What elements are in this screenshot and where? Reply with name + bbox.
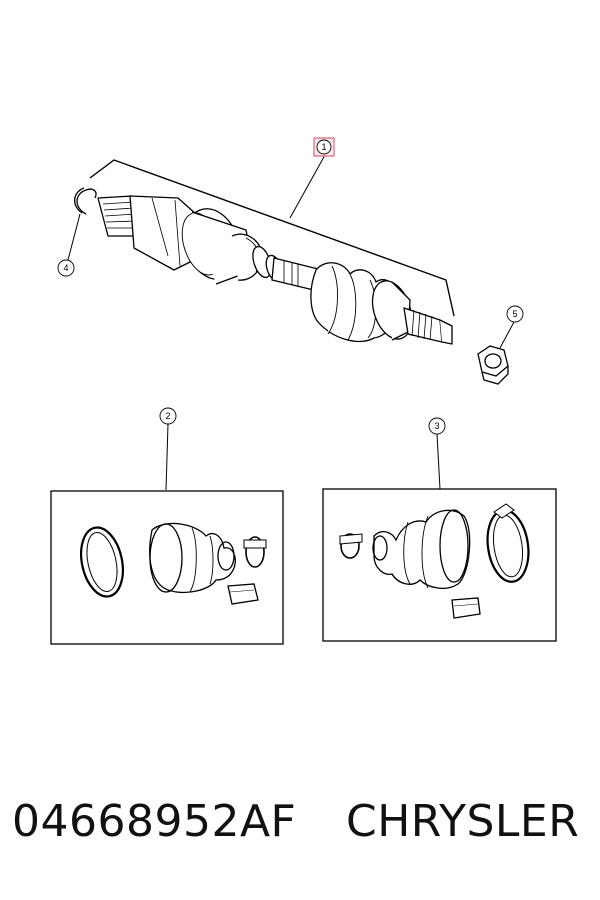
drive-axle-assembly: [97, 195, 453, 345]
callout-3[interactable]: 3: [428, 417, 446, 490]
callout-5[interactable]: 5: [499, 305, 524, 349]
callout-5-label: 5: [512, 309, 517, 319]
snap-ring: [74, 187, 97, 215]
inner-boot-kit: [50, 490, 284, 645]
callout-1-label: 1: [321, 142, 326, 152]
hub-nut: [477, 345, 509, 385]
assembly-bracket: [89, 159, 455, 317]
callout-4-label: 4: [63, 263, 68, 273]
part-number: 04668952AF: [12, 796, 297, 847]
brand-name: CHRYSLER: [346, 796, 580, 847]
callout-3-label: 3: [434, 421, 439, 431]
footer-caption: 04668952AF CHRYSLER: [0, 796, 600, 866]
callout-2-label: 2: [165, 411, 170, 421]
callout-1[interactable]: 1: [289, 137, 335, 219]
callout-2[interactable]: 2: [159, 407, 177, 491]
outer-boot-kit: [322, 488, 557, 642]
callout-4[interactable]: 4: [57, 213, 81, 277]
